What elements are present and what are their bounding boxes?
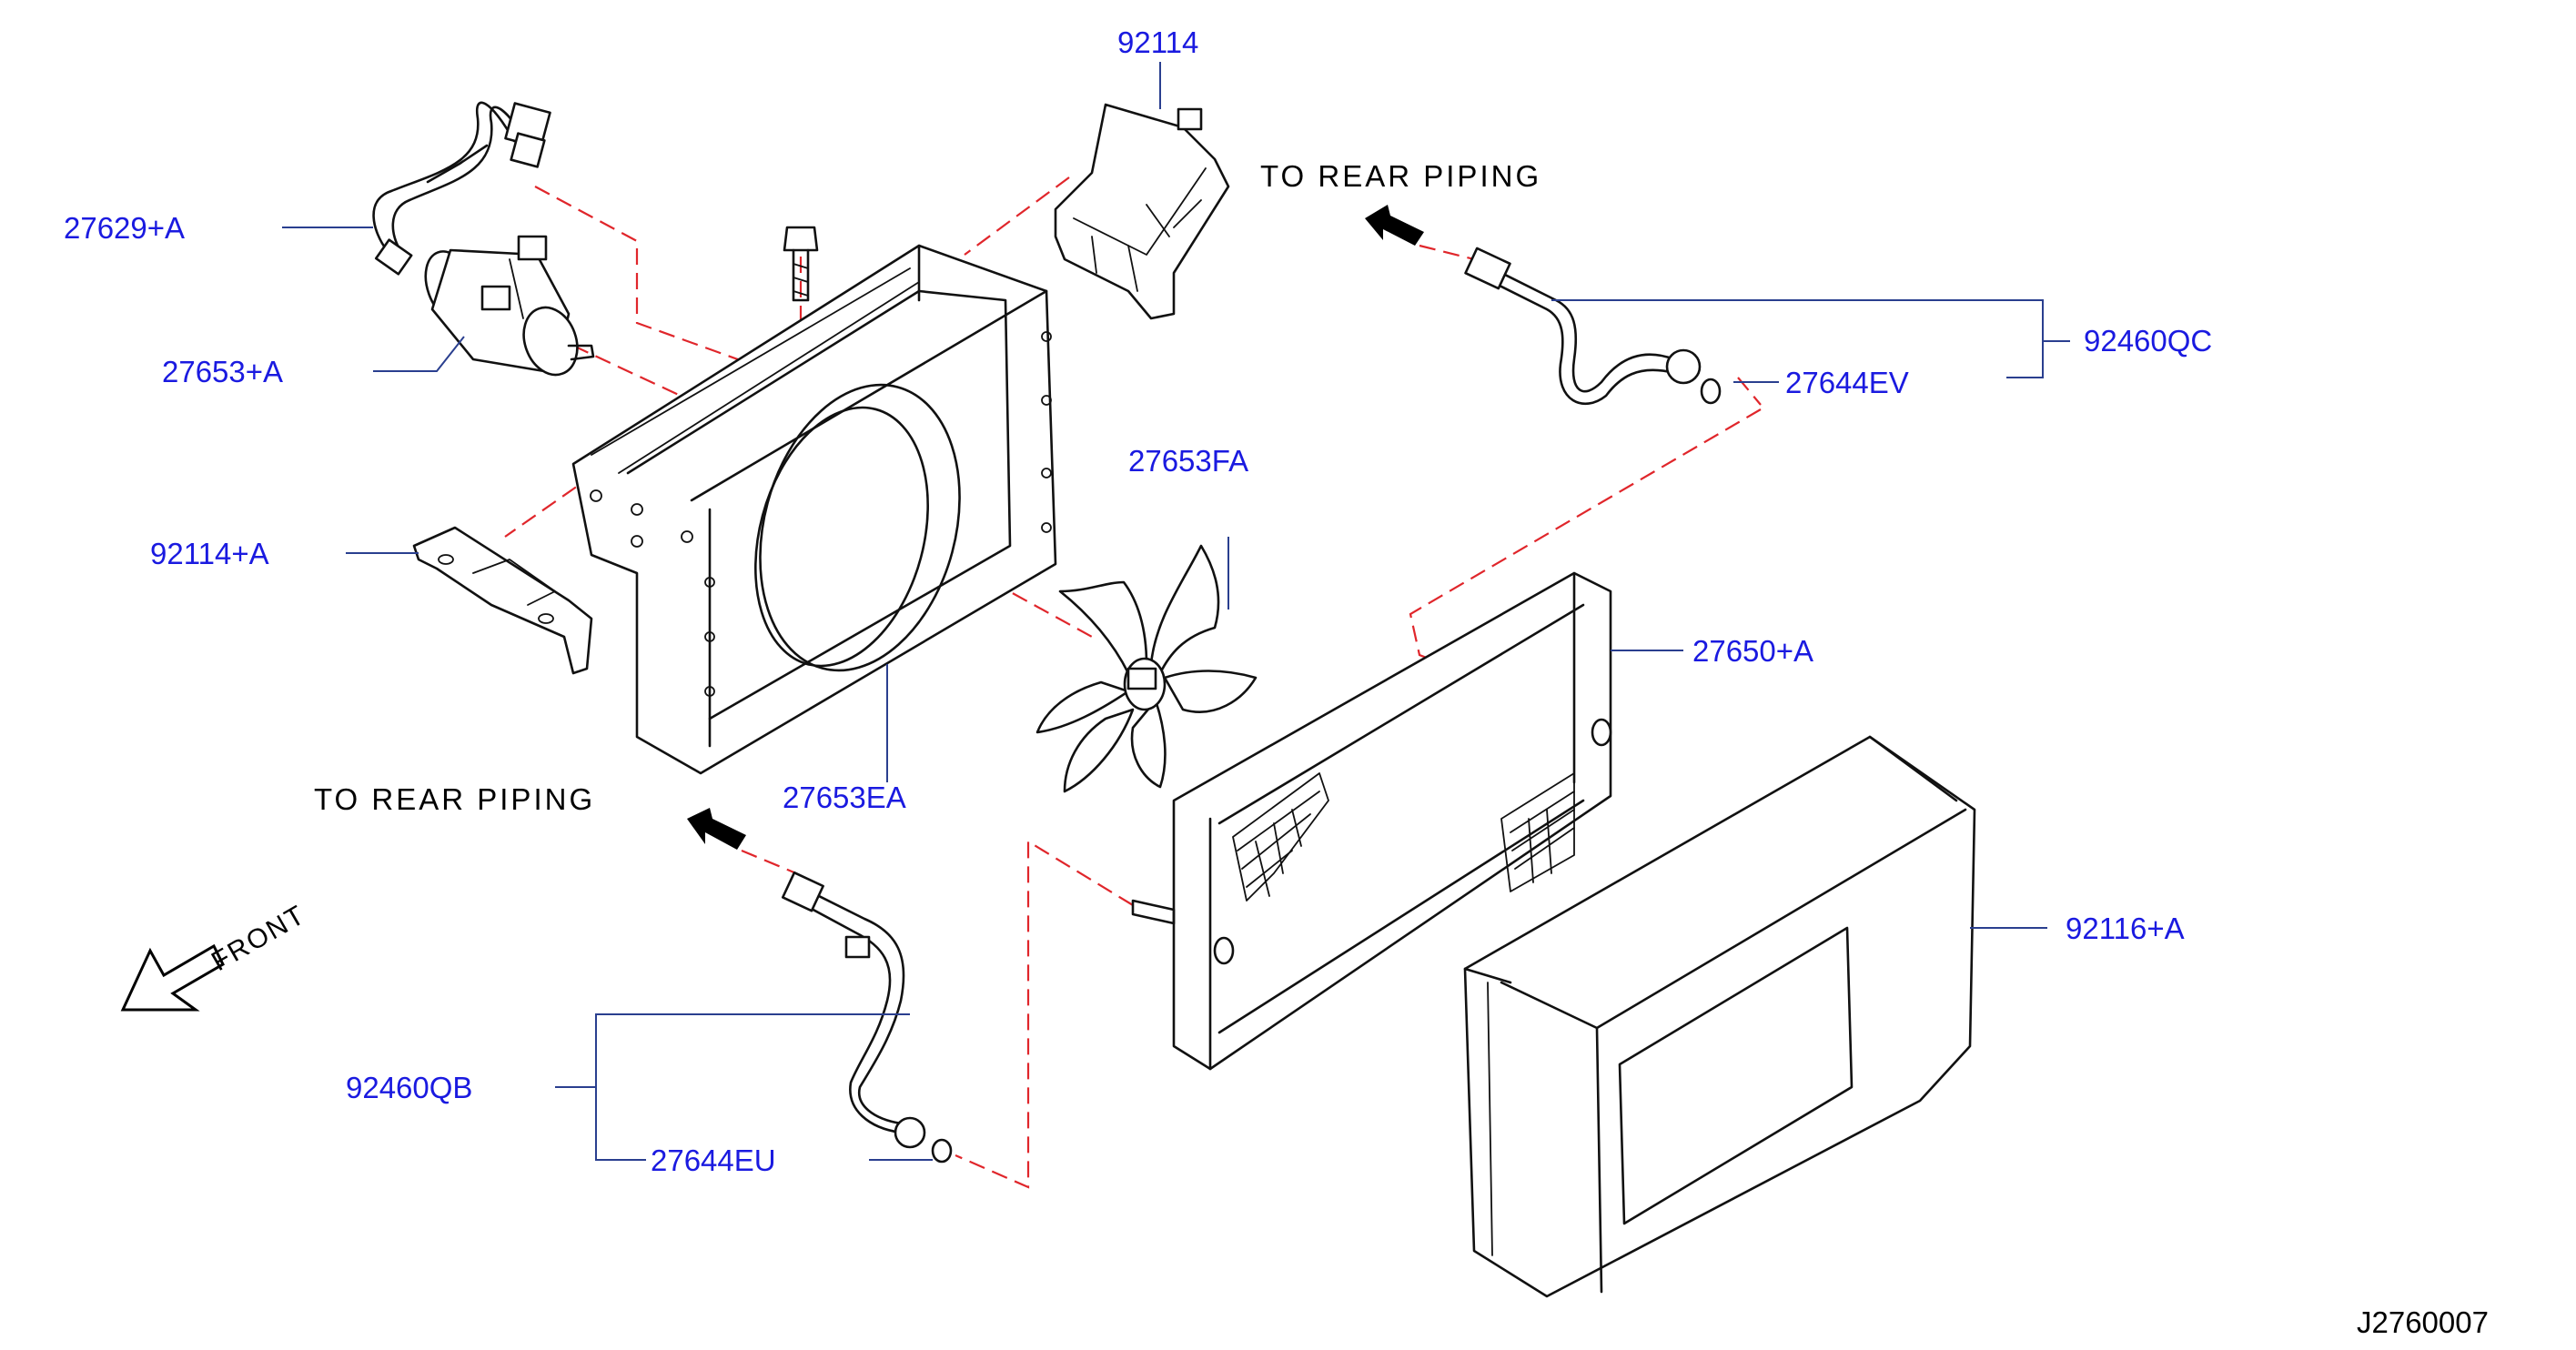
part-label-92114: 92114 [1117,25,1198,59]
upper-pipe-part [1464,247,1722,406]
part-label-27644eu: 27644EU [651,1143,776,1177]
fan-shroud-part [571,244,1057,775]
part-label-92460qc: 92460QC [2084,324,2212,358]
shroud-bolt [783,226,819,302]
solid-arrow-icon [1365,205,1424,246]
wire-harness-part [372,101,551,276]
hollow-arrow-icon [120,943,225,1012]
fan-blade-part [1035,544,1258,793]
part-label-27653ea: 27653EA [783,781,906,814]
condenser-part [1131,571,1612,1071]
leader-lines [282,62,2070,1161]
lower-pipe-part [781,871,953,1164]
part-label-92460qb: 92460QB [346,1071,472,1104]
lower-bracket-part [412,526,593,675]
part-label-27653fa: 27653FA [1128,444,1248,478]
part-label-92116a: 92116+A [2066,912,2185,945]
part-label-27650a: 27650+A [1692,634,1813,668]
part-label-27644ev: 27644EV [1785,366,1909,399]
part-labels: 92114 27629+A 27653+A 92114+A 27653EA 27… [64,25,2212,1177]
front-label: FRONT [207,900,311,977]
rear-piping-note-top: TO REAR PIPING [1260,159,1541,193]
part-label-27629a: 27629+A [64,211,185,245]
part-label-27653a: 27653+A [162,355,283,388]
solid-arrow-icon [687,808,746,850]
upper-bracket-part [1054,103,1230,320]
part-label-92114a: 92114+A [150,537,269,570]
air-guide-part [1463,735,1976,1298]
rear-piping-note-bottom: TO REAR PIPING [314,782,595,816]
diagram-code: J2760007 [2357,1305,2489,1339]
fan-motor-part [424,235,595,377]
